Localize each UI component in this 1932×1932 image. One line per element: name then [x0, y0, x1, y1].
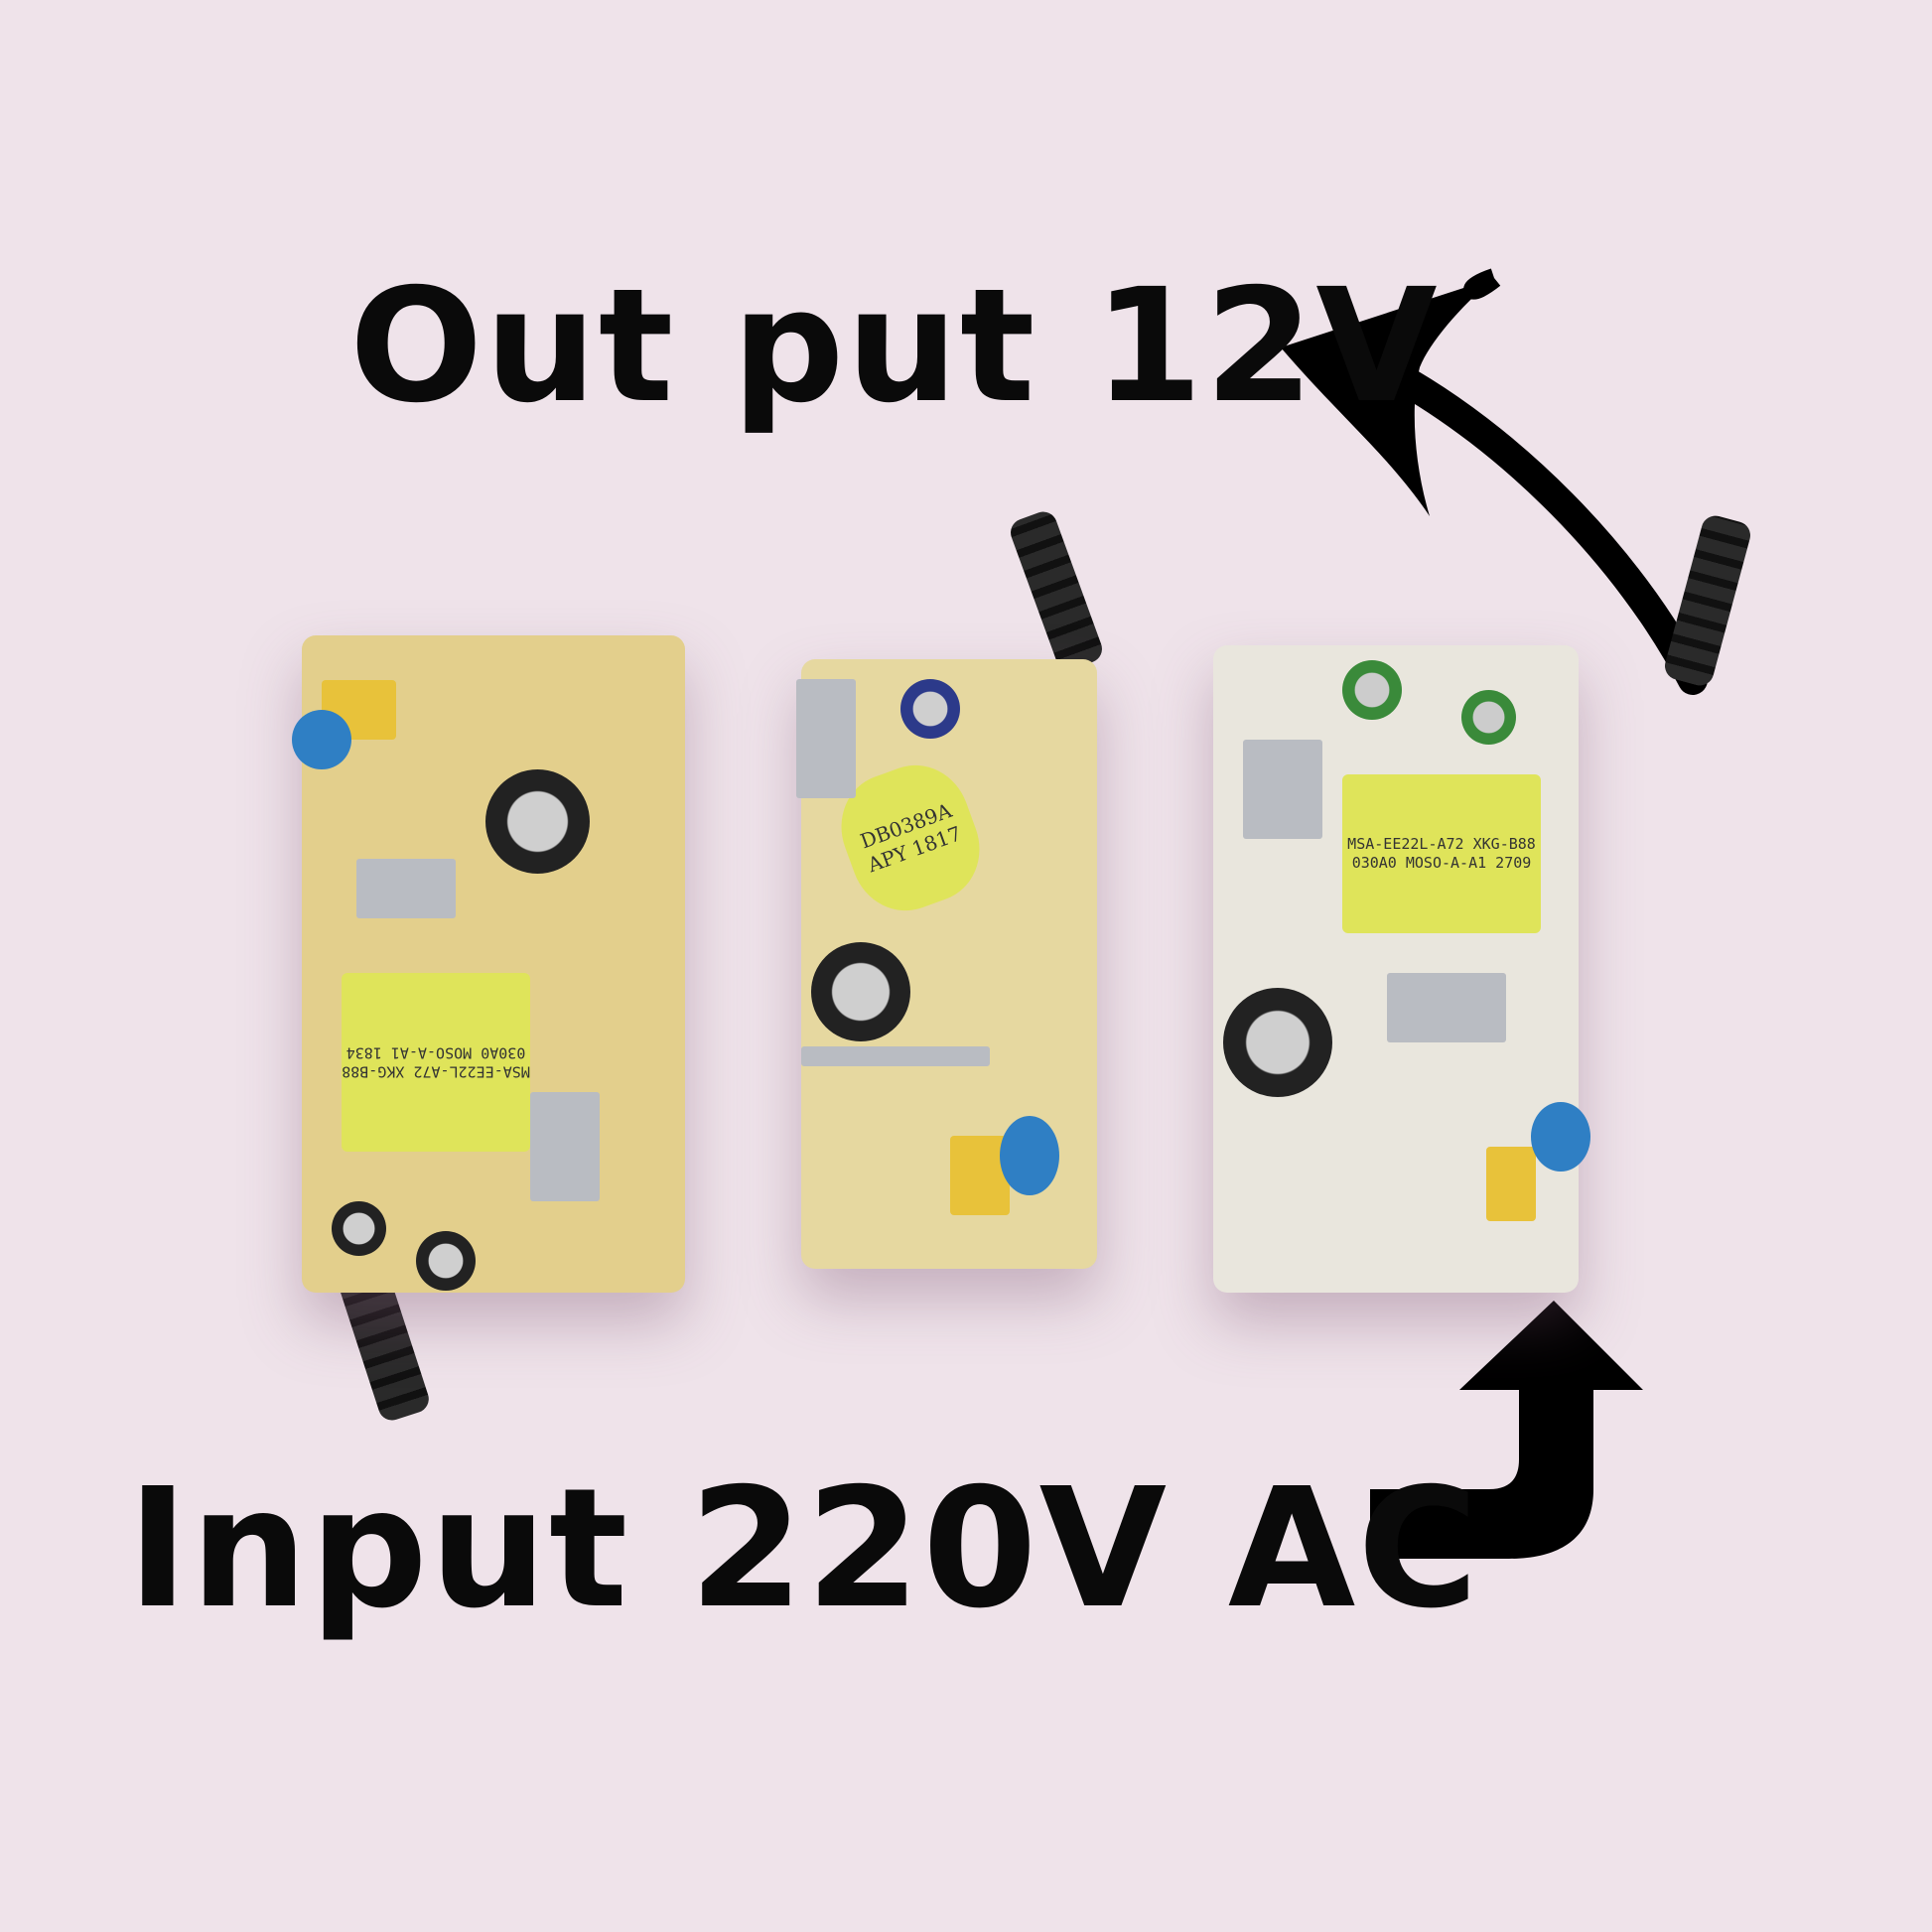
curved-arrow-output [1281, 268, 1708, 695]
power-board-left: MSA-EE22L-A72 XKG-B88 030A0 MOSO-A-A1 18… [292, 635, 685, 1293]
heatsink [356, 859, 456, 918]
transformer-label: MSA-EE22L-A72 XKG-B88 030A0 MOSO-A-A1 27… [1347, 835, 1536, 872]
capacitor [416, 1231, 476, 1291]
transformer: MSA-EE22L-A72 XKG-B88 030A0 MOSO-A-A1 18… [342, 973, 530, 1152]
output-label: Out put 12V [349, 255, 1440, 438]
disc-capacitor [1000, 1116, 1059, 1195]
capacitor [1461, 690, 1516, 745]
power-board-right: MSA-EE22L-A72 XKG-B88 030A0 MOSO-A-A1 27… [1213, 645, 1590, 1293]
heatsink [801, 1046, 990, 1066]
bent-arrow-input [1370, 1301, 1643, 1559]
transformer-label: MSA-EE22L-A72 XKG-B88 030A0 MOSO-A-A1 18… [342, 1044, 530, 1081]
transformer-label: DB0389A APY 1817 [857, 798, 965, 878]
heatsink [530, 1092, 600, 1201]
capacitor [332, 1201, 386, 1256]
transformer: MSA-EE22L-A72 XKG-B88 030A0 MOSO-A-A1 27… [1342, 774, 1541, 933]
capacitor [900, 679, 960, 739]
heatsink [1243, 740, 1322, 839]
power-board-middle: DB0389A APY 1817 [796, 659, 1097, 1269]
x-capacitor [1486, 1147, 1536, 1221]
capacitor [485, 769, 590, 874]
disc-capacitor [1531, 1102, 1590, 1172]
heatsink [796, 679, 856, 798]
disc-capacitor [292, 710, 351, 769]
capacitor [1342, 660, 1402, 720]
capacitor [811, 942, 910, 1041]
capacitor [1223, 988, 1332, 1097]
input-label: Input 220V AC [127, 1453, 1481, 1645]
heatsink [1387, 973, 1506, 1042]
